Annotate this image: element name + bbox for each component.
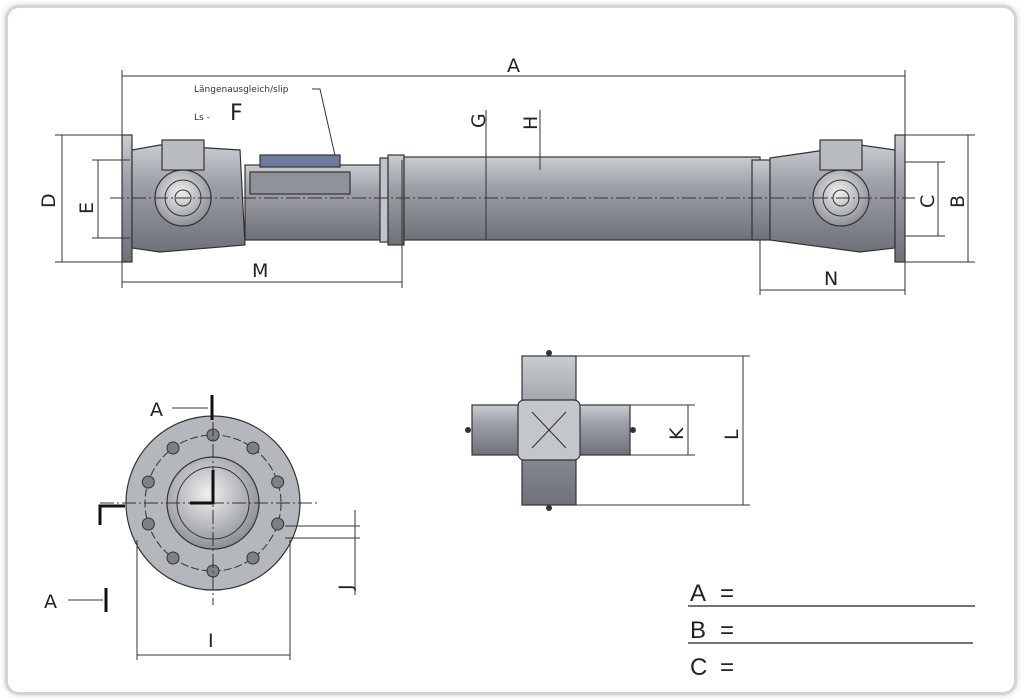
bolt-hole (246, 441, 260, 455)
label-h: H (520, 116, 542, 130)
section-mark-a-bottom: A (44, 588, 108, 613)
svg-text:A: A (44, 591, 57, 613)
label-f: F (230, 101, 243, 126)
svg-text:A: A (150, 399, 163, 421)
dimension-a: A (121, 55, 906, 135)
svg-text:=: = (720, 654, 734, 681)
label-l: L (721, 429, 743, 440)
svg-text:=: = (720, 617, 734, 644)
universal-joint-cross (465, 350, 636, 511)
ls-label: Ls - (194, 113, 210, 123)
bolt-hole (166, 551, 180, 565)
driveshaft-side-view (110, 134, 915, 263)
dimension-form: A = B = C = (688, 580, 975, 681)
label-a: A (507, 55, 520, 77)
bolt-hole (271, 475, 285, 489)
label-g: G (468, 113, 490, 128)
bolt-hole (271, 517, 285, 531)
label-k: K (666, 427, 688, 440)
label-m: M (252, 260, 268, 282)
svg-text:A: A (690, 580, 706, 607)
label-d: D (38, 193, 60, 208)
bolt-hole (141, 517, 155, 531)
bolt-hole (141, 475, 155, 489)
svg-text:C: C (690, 654, 707, 681)
bolt-hole (166, 441, 180, 455)
label-n: N (824, 268, 838, 290)
bolt-hole (246, 551, 260, 565)
label-c: C (917, 195, 939, 208)
flange-front-view (98, 400, 320, 605)
svg-text:B: B (690, 617, 706, 644)
label-i: I (208, 630, 214, 652)
label-e: E (76, 202, 98, 214)
label-b: B (947, 195, 969, 208)
slip-label: Längenausgleich/slip (194, 85, 289, 95)
label-j: J (335, 584, 357, 591)
svg-text:=: = (720, 580, 734, 607)
section-mark-a-top: A (150, 395, 214, 421)
